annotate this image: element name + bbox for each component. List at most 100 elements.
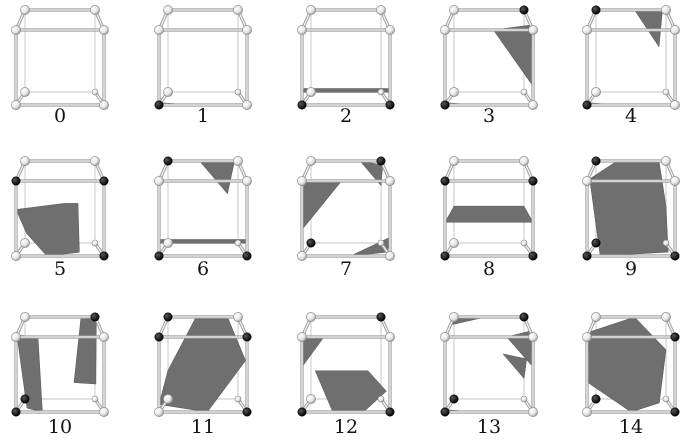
vertex-outside [235,240,241,246]
case-label: 4 [601,107,661,126]
vertex-outside [306,312,315,321]
vertex-outside [670,176,679,185]
vertex-outside [92,89,98,95]
isosurface-triangle [445,206,533,222]
vertex-outside [449,238,458,247]
cube-case-11 [154,312,251,416]
vertex-outside [11,332,20,341]
vertex-inside [671,333,679,341]
vertex-outside [670,100,679,109]
vertex-outside [661,5,670,14]
isosurface-triangle [503,354,527,379]
vertex-outside [163,394,172,403]
vertex-outside [449,312,458,321]
vertex-inside [386,101,394,109]
vertex-outside [154,25,163,34]
case-label: 0 [30,107,90,126]
vertex-inside [386,408,394,416]
vertex-inside [21,395,29,403]
vertex-outside [235,396,241,402]
case-label: 2 [316,107,376,126]
cube-case-12 [297,312,394,416]
vertex-inside [298,408,306,416]
vertex-inside [671,252,679,260]
vertex-outside [670,25,679,34]
isosurface-triangle [493,25,533,86]
vertex-outside [306,394,315,403]
vertex-outside [661,312,670,321]
vertex-inside [307,239,315,247]
vertex-outside [233,5,242,14]
vertex-outside [521,396,527,402]
vertex-outside [663,89,669,95]
vertex-inside [91,313,99,321]
vertex-outside [519,156,528,165]
isosurface-triangle [17,335,43,412]
vertex-outside [297,332,306,341]
vertex-outside [582,176,591,185]
vertex-inside [243,333,251,341]
case-label: 1 [173,107,233,126]
vertex-outside [242,100,251,109]
vertex-inside [155,101,163,109]
vertex-outside [20,5,29,14]
vertex-inside [529,177,537,185]
isosurface-triangle [200,161,235,194]
cube-case-6 [154,156,251,260]
isosurface-triangle [302,180,342,230]
vertex-outside [449,5,458,14]
vertex-inside [377,313,385,321]
vertex-outside [154,407,163,416]
case-label: 13 [459,418,519,437]
vertex-outside [235,89,241,95]
cube-case-3 [440,5,537,109]
vertex-outside [449,156,458,165]
vertex-outside [233,156,242,165]
vertex-outside [11,100,20,109]
vertex-outside [378,240,384,246]
vertex-outside [90,5,99,14]
case-label: 6 [173,260,233,279]
vertex-inside [243,252,251,260]
vertex-outside [92,240,98,246]
case-label: 9 [601,260,661,279]
vertex-outside [163,5,172,14]
vertex-inside [441,252,449,260]
vertex-outside [376,5,385,14]
vertex-outside [20,238,29,247]
isosurface-triangle [590,161,669,256]
vertex-inside [520,313,528,321]
vertex-inside [100,252,108,260]
cube-case-1 [154,5,251,109]
vertex-outside [440,332,449,341]
vertex-outside [297,251,306,260]
vertex-outside [528,100,537,109]
vertex-inside [592,6,600,14]
vertex-inside [12,177,20,185]
vertex-outside [20,156,29,165]
vertex-outside [591,312,600,321]
case-label: 8 [459,260,519,279]
vertex-inside [441,101,449,109]
vertex-inside [155,252,163,260]
vertex-outside [99,100,108,109]
vertex-inside [592,239,600,247]
vertex-outside [378,89,384,95]
vertex-outside [528,332,537,341]
isosurface-triangle [302,336,324,367]
vertex-inside [671,408,679,416]
vertex-inside [441,177,449,185]
vertex-inside [377,157,385,165]
cube-case-13 [440,312,537,416]
cube-case-2 [297,5,394,109]
vertex-outside [306,87,315,96]
vertex-outside [582,332,591,341]
cube-case-0 [11,5,108,109]
vertex-outside [92,396,98,402]
vertex-inside [164,157,172,165]
vertex-inside [243,408,251,416]
vertex-inside [450,395,458,403]
vertex-inside [583,101,591,109]
vertex-outside [242,176,251,185]
isosurface-triangle [74,317,96,384]
